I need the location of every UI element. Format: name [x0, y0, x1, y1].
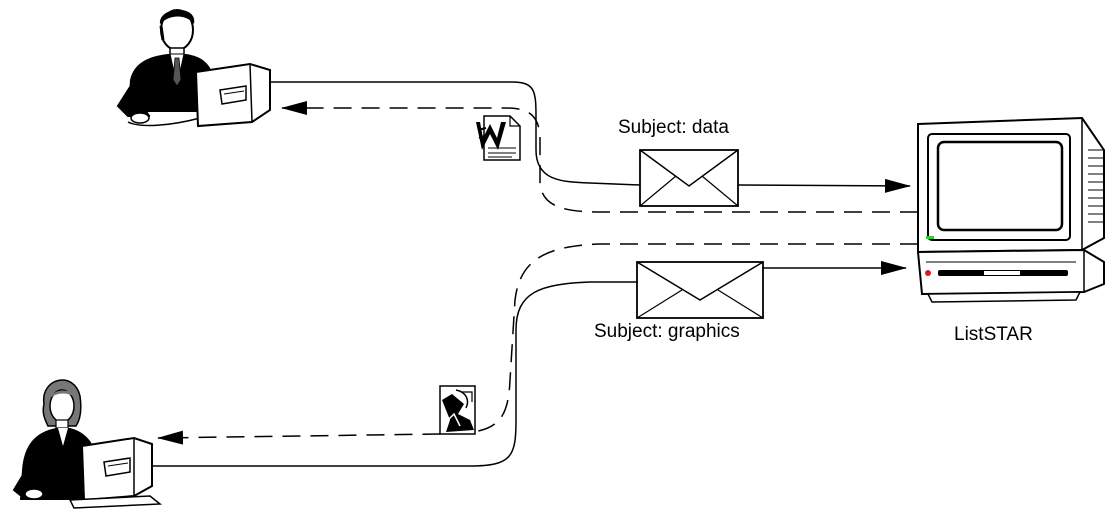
data-reply-path: [281, 101, 918, 213]
graphics-request-path: [152, 281, 637, 467]
data-request-arrow: [737, 178, 911, 193]
businessman-at-computer-icon: [116, 9, 271, 128]
envelope-icon-data: [639, 149, 739, 207]
businesswoman-at-computer-icon: [12, 379, 163, 509]
envelope-icon-graphics: [636, 261, 764, 319]
word-document-icon: [476, 115, 521, 161]
data-request-path: [270, 81, 641, 186]
graphics-reply-path: [157, 243, 918, 445]
macintosh-computer-icon: [916, 116, 1105, 303]
graphics-file-icon: [439, 385, 476, 435]
data-message-subject-label: Subject: data: [618, 117, 729, 138]
graphics-message-subject-label: Subject: graphics: [594, 321, 740, 342]
server-label: ListSTAR: [954, 324, 1033, 345]
